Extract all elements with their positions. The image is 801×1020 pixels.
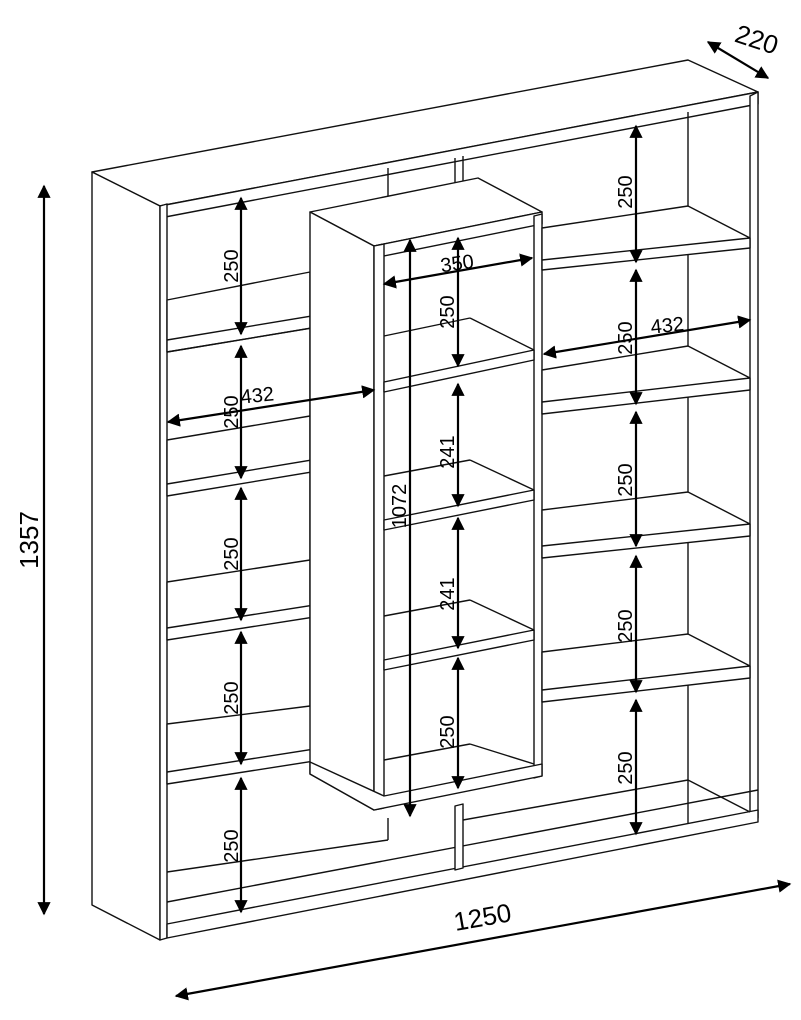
right-height-5: 250: [615, 751, 637, 784]
center-column: [309, 177, 543, 811]
left-height-4: 250: [221, 681, 243, 714]
top-panel: [91, 59, 759, 207]
center-total-height: 1072: [389, 484, 411, 529]
center-column-bottom: [309, 761, 543, 811]
right-height-4: 250: [615, 609, 637, 642]
right-side-panel: [749, 91, 759, 823]
center-column-right-side: [533, 213, 543, 779]
width-label: 1250: [451, 897, 513, 937]
height-label: 1357: [14, 511, 44, 569]
left-height-5: 250: [221, 829, 243, 862]
bookshelf-structure: [91, 59, 759, 941]
lower-center-divider: [454, 803, 464, 871]
center-height-3: 241: [437, 577, 459, 610]
right-shelf-width: 432: [650, 313, 685, 338]
left-shelf-width: 432: [240, 383, 275, 408]
left-height-1: 250: [221, 249, 243, 282]
left-height-3: 250: [221, 537, 243, 570]
width-arrow: [174, 879, 792, 1001]
left-side-panel: [91, 171, 161, 941]
depth-arrow: [706, 41, 770, 79]
center-height-1: 250: [437, 295, 459, 328]
right-height-3: 250: [615, 463, 637, 496]
left-side-panel-front: [159, 203, 168, 941]
right-height-1: 250: [615, 175, 637, 208]
dimension-lines: 1357 1250 220 250 250 250 250 250 432 35…: [14, 18, 792, 1001]
depth-label: 220: [732, 18, 783, 60]
right-height-2: 250: [615, 321, 637, 354]
right-column-shelves: [462, 205, 751, 821]
center-height-2: 241: [437, 435, 459, 468]
center-height-4: 250: [437, 715, 459, 748]
center-column-left-side: [309, 211, 375, 811]
